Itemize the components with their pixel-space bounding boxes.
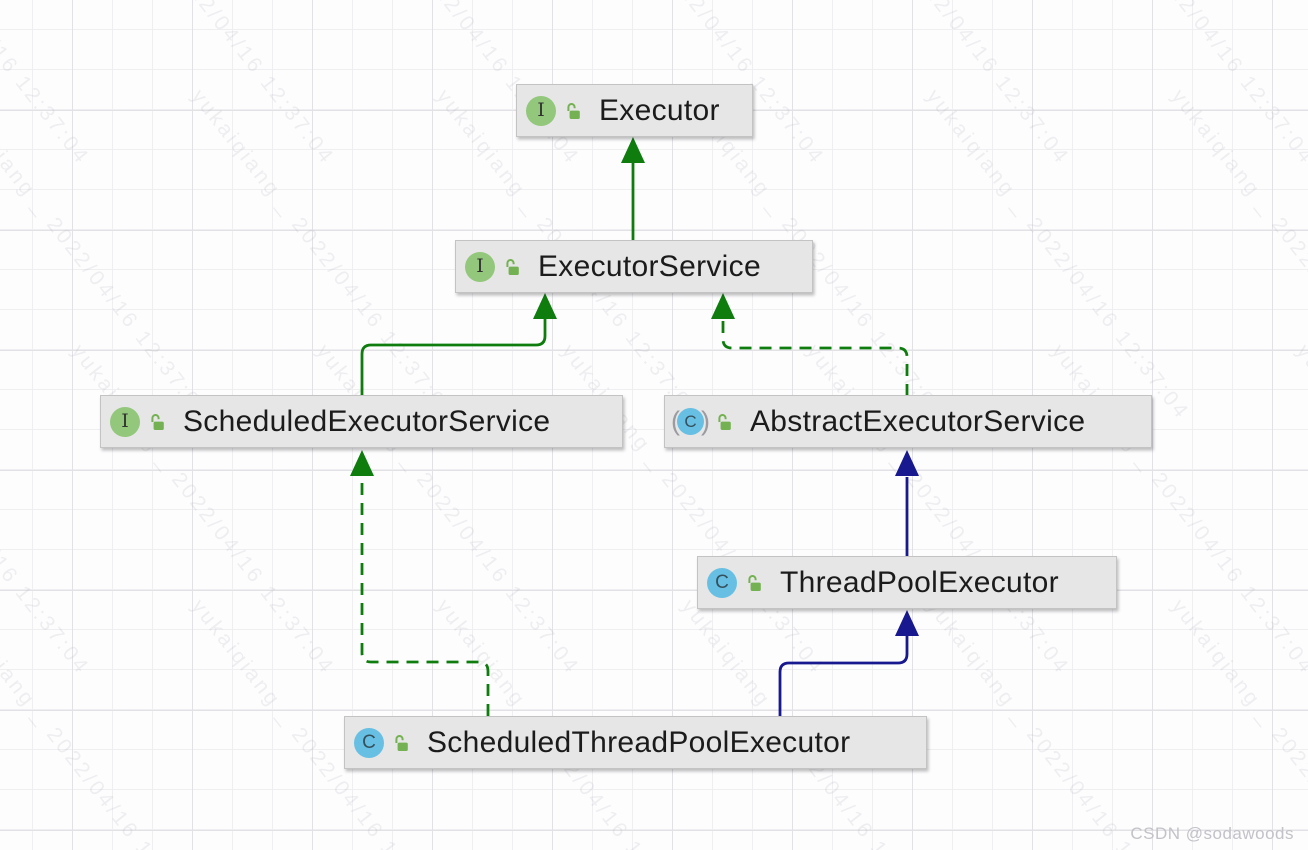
public-unlocked-padlock-icon	[506, 258, 519, 275]
class-name-label: Executor	[599, 93, 720, 127]
class-icon: C	[677, 408, 704, 435]
edge-scheduledthreadpoolexecutor-implements-scheduledexecutorservice	[360, 476, 490, 716]
class-name-label: ScheduledExecutorService	[183, 404, 551, 438]
node-scheduledthreadpoolexecutor[interactable]: C ScheduledThreadPoolExecutor	[344, 716, 927, 769]
class-name-label: ExecutorService	[538, 249, 761, 283]
class-icon-letter: C	[684, 412, 697, 431]
arrowhead-to-abstractexecutorservice	[895, 450, 919, 476]
node-executor[interactable]: I Executor	[516, 84, 753, 137]
edge-scheduledthreadpoolexecutor-extends-threadpoolexecutor	[778, 635, 909, 716]
arrowhead-to-executorservice-left	[533, 293, 557, 319]
interface-icon: I	[526, 95, 556, 126]
node-scheduledexecutorservice[interactable]: I ScheduledExecutorService	[100, 395, 623, 448]
class-name-label: AbstractExecutorService	[750, 404, 1086, 438]
interface-icon-letter: I	[476, 255, 484, 277]
class-icon-letter: C	[362, 732, 376, 753]
node-threadpoolexecutor[interactable]: C ThreadPoolExecutor	[697, 556, 1117, 609]
public-unlocked-padlock-icon	[151, 413, 164, 430]
class-icon: C	[707, 567, 737, 598]
public-unlocked-padlock-icon	[567, 102, 580, 119]
edge-abstractexecutorservice-implements-executorservice	[721, 317, 909, 396]
arrowhead-to-executorservice-right	[711, 293, 735, 319]
class-name-label: ThreadPoolExecutor	[780, 565, 1059, 599]
node-abstractexecutorservice[interactable]: ( C ) AbstractExecutorService	[664, 395, 1152, 448]
interface-icon-letter: I	[121, 410, 129, 432]
public-unlocked-padlock-icon	[718, 413, 731, 430]
csdn-credit-watermark: CSDN @sodawoods	[1130, 824, 1294, 843]
public-unlocked-padlock-icon	[748, 574, 761, 591]
arrowhead-to-scheduledexecutorservice	[350, 450, 374, 476]
arrowhead-to-executor	[621, 137, 645, 163]
arrowhead-to-threadpoolexecutor	[895, 610, 919, 636]
interface-icon-letter: I	[537, 99, 545, 121]
node-executorservice[interactable]: I ExecutorService	[455, 240, 813, 293]
public-unlocked-padlock-icon	[395, 734, 408, 751]
abstract-paren-open: (	[671, 406, 680, 436]
class-name-label: ScheduledThreadPoolExecutor	[427, 725, 851, 759]
class-icon: C	[354, 727, 384, 758]
edge-scheduledexecutorservice-extends-executorservice	[360, 316, 547, 396]
interface-icon: I	[110, 406, 140, 437]
abstract-paren-close: )	[701, 406, 710, 436]
interface-icon: I	[465, 251, 495, 282]
abstract-class-icon: ( C )	[671, 406, 710, 437]
class-icon-letter: C	[715, 572, 729, 593]
